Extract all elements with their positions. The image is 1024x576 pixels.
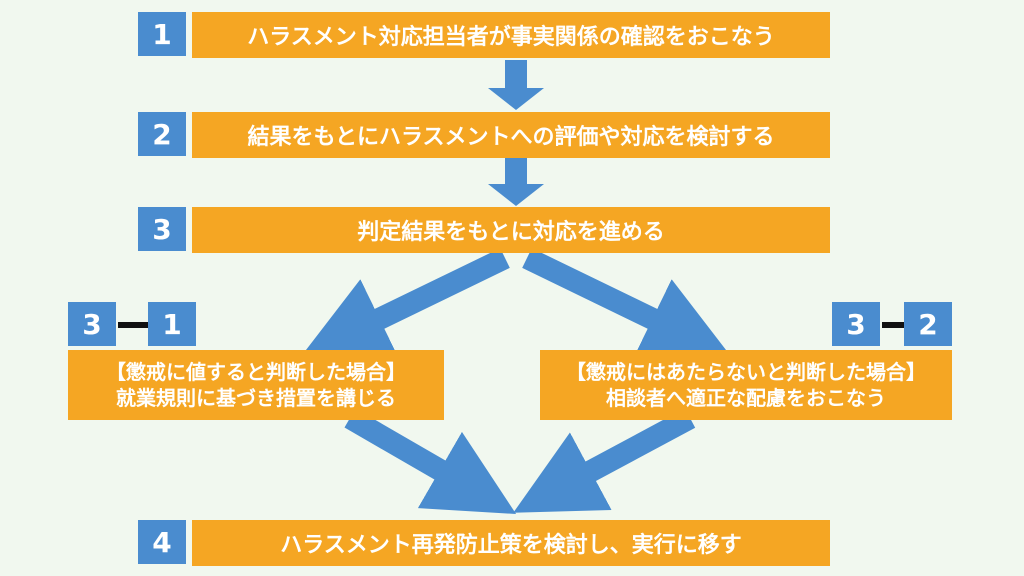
- branch1-dash: [118, 322, 148, 328]
- branch2-number-sub: 2: [904, 302, 952, 346]
- step1-box: ハラスメント対応担当者が事実関係の確認をおこなう: [192, 12, 830, 58]
- arrow-step3-to-branch1: [300, 248, 510, 359]
- branch1-box: 【懲戒に値すると判断した場合】 就業規則に基づき措置を講じる: [68, 350, 444, 420]
- step3-box: 判定結果をもとに対応を進める: [192, 207, 830, 253]
- step1-number-badge: 1: [138, 12, 186, 56]
- step1-label: ハラスメント対応担当者が事実関係の確認をおこなう: [247, 25, 775, 50]
- step2-box: 結果をもとにハラスメントへの評価や対応を検討する: [192, 112, 830, 158]
- arrow-step3-to-branch2: [522, 248, 732, 359]
- step2-number-badge: 2: [138, 112, 186, 156]
- branch2-action: 相談者へ適正な配慮をおこなう: [606, 386, 886, 410]
- step4-box: ハラスメント再発防止策を検討し、実行に移す: [192, 520, 830, 566]
- arrow-step1-to-step2: [488, 60, 544, 110]
- arrow-step2-to-step3: [488, 158, 544, 206]
- branch2-number-main: 3: [832, 302, 880, 346]
- branch1-number-main: 3: [68, 302, 116, 346]
- step4-label: ハラスメント再発防止策を検討し、実行に移す: [280, 533, 742, 558]
- branch1-number-sub: 1: [148, 302, 196, 346]
- branch1-action: 就業規則に基づき措置を講じる: [116, 386, 396, 410]
- step2-label: 結果をもとにハラスメントへの評価や対応を検討する: [247, 125, 775, 150]
- branch2-condition: 【懲戒にはあたらないと判断した場合】: [566, 360, 926, 384]
- branch2-dash: [882, 322, 904, 328]
- step4-number-badge: 4: [138, 520, 186, 564]
- branch1-condition: 【懲戒に値すると判断した場合】: [106, 360, 406, 384]
- step3-label: 判定結果をもとに対応を進める: [357, 220, 665, 245]
- arrow-branch2-to-step4: [513, 408, 696, 513]
- branch2-box: 【懲戒にはあたらないと判断した場合】 相談者へ適正な配慮をおこなう: [540, 350, 952, 420]
- step3-number-badge: 3: [138, 207, 186, 251]
- arrow-branch1-to-step4: [344, 408, 517, 515]
